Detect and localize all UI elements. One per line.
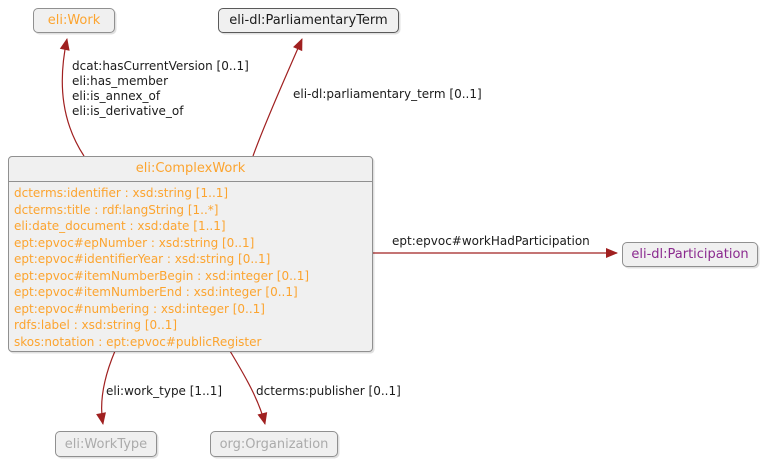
edge-label: dcat:hasCurrentVersion [0..1] (72, 59, 249, 73)
class-label: eli:Work (47, 13, 101, 28)
class-attribute: ept:epvoc#itemNumberEnd : xsd:integer [0… (14, 285, 298, 299)
class-title: eli:ComplexWork (9, 157, 372, 182)
edge-label: eli:has_member (72, 74, 168, 88)
class-node-worktype: eli:WorkType (55, 431, 157, 457)
edge-label-parliamentary-term: eli-dl:parliamentary_term [0..1] (293, 87, 482, 101)
edge-label: eli:is_annex_of (72, 89, 161, 103)
class-attribute-list: dcterms:identifier : xsd:string [1..1] d… (9, 182, 372, 350)
class-node-organization: org:Organization (210, 431, 338, 457)
class-label: org:Organization (219, 436, 329, 452)
edge-label-work-had-participation: ept:epvoc#workHadParticipation (392, 234, 590, 248)
edge-label-publisher: dcterms:publisher [0..1] (256, 384, 401, 398)
class-attribute: eli:date_document : xsd:date [1..1] (14, 219, 226, 233)
edge-complexwork-to-worktype (96, 350, 116, 425)
edge-complexwork-to-organization (229, 350, 268, 425)
class-attribute: dcterms:title : rdf:langString [1..*] (14, 202, 219, 217)
class-node-parliamentary-term: eli-dl:ParliamentaryTerm (218, 8, 399, 33)
class-node-participation: eli-dl:Participation (622, 242, 758, 267)
class-label: eli:WorkType (64, 436, 148, 452)
class-attribute: rdfs:label : xsd:string [0..1] (14, 318, 178, 332)
class-attribute: ept:epvoc#itemNumberBegin : xsd:integer … (14, 268, 310, 283)
class-label: eli-dl:ParliamentaryTerm (229, 13, 388, 28)
edge-label-work-type: eli:work_type [1..1] (106, 384, 223, 398)
class-attribute: ept:epvoc#epNumber : xsd:string [0..1] (14, 235, 255, 250)
edge-complexwork-to-work (59, 38, 85, 157)
class-attribute: ept:epvoc#numbering : xsd:integer [0..1] (14, 301, 265, 316)
class-attribute: skos:notation : ept:epvoc#publicRegister (14, 334, 262, 349)
class-label: eli-dl:Participation (631, 247, 749, 262)
class-node-complexwork: eli:ComplexWork dcterms:identifier : xsd… (8, 156, 373, 352)
class-node-work: eli:Work (33, 8, 115, 33)
class-attribute: ept:epvoc#identifierYear : xsd:string [0… (14, 252, 271, 266)
edge-label: eli:is_derivative_of (72, 104, 184, 118)
edge-label-group-to-work: dcat:hasCurrentVersion [0..1] eli:has_me… (72, 59, 249, 119)
class-attribute: dcterms:identifier : xsd:string [1..1] (14, 186, 229, 200)
edge-complexwork-to-parliamentaryterm (252, 38, 303, 157)
